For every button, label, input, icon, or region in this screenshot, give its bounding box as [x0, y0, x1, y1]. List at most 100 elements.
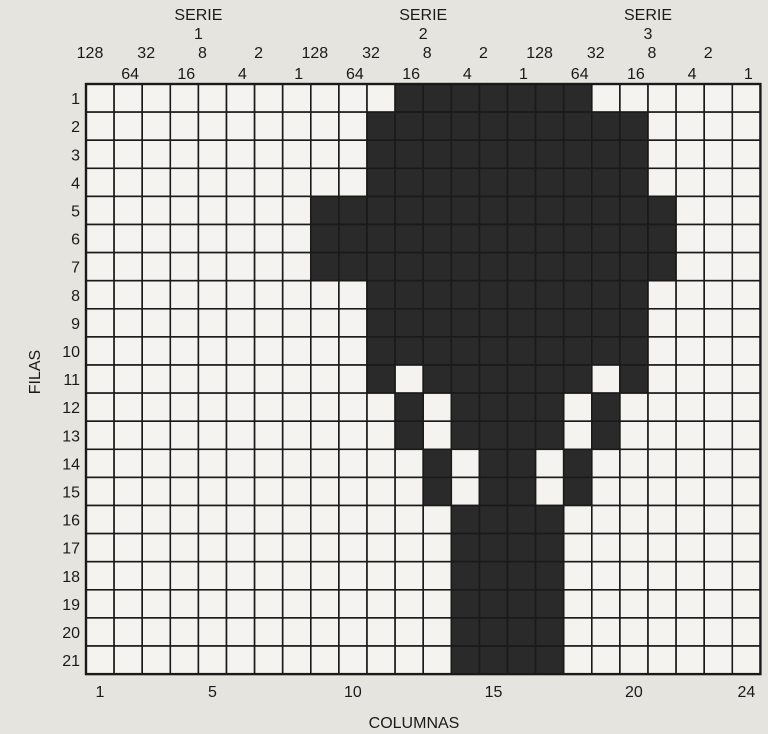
- grid-cell-filled: [479, 225, 507, 253]
- grid-cell-filled: [423, 196, 451, 224]
- grid-cell-filled: [536, 225, 564, 253]
- grid-cell-filled: [451, 168, 479, 196]
- row-number-label: 9: [71, 316, 80, 333]
- grid-cell-empty: [283, 562, 311, 590]
- grid-cell-filled: [367, 309, 395, 337]
- grid-cell-empty: [704, 393, 732, 421]
- grid-cell-filled: [648, 196, 676, 224]
- grid-cell-filled: [508, 534, 536, 562]
- grid-cell-empty: [86, 618, 114, 646]
- grid-cell-empty: [227, 534, 255, 562]
- grid-cell-filled: [564, 281, 592, 309]
- grid-cell-empty: [311, 534, 339, 562]
- grid-cell-filled: [395, 196, 423, 224]
- bit-value-label: 64: [121, 66, 139, 83]
- grid-cell-empty: [564, 393, 592, 421]
- row-number-label: 7: [71, 260, 80, 277]
- grid-cell-empty: [142, 225, 170, 253]
- grid-cell-filled: [479, 421, 507, 449]
- grid-cell-filled: [479, 112, 507, 140]
- grid-cell-filled: [479, 168, 507, 196]
- grid-cell-filled: [367, 253, 395, 281]
- grid-cell-empty: [227, 309, 255, 337]
- grid-cell-empty: [283, 506, 311, 534]
- grid-cell-empty: [648, 421, 676, 449]
- grid-cell-empty: [704, 646, 732, 674]
- grid-cell-empty: [620, 421, 648, 449]
- grid-cell-empty: [676, 253, 704, 281]
- grid-cell-empty: [648, 506, 676, 534]
- grid-cell-empty: [732, 253, 760, 281]
- grid-cell-empty: [704, 506, 732, 534]
- grid-cell-empty: [732, 590, 760, 618]
- grid-cell-filled: [508, 646, 536, 674]
- grid-cell-empty: [648, 562, 676, 590]
- grid-cell-filled: [479, 506, 507, 534]
- grid-cell-empty: [732, 84, 760, 112]
- grid-cell-empty: [676, 562, 704, 590]
- grid-cell-empty: [620, 562, 648, 590]
- grid-cell-filled: [395, 281, 423, 309]
- grid-cell-empty: [198, 449, 226, 477]
- grid-cell-empty: [732, 562, 760, 590]
- bit-value-label: 1: [294, 66, 303, 83]
- grid-cell-empty: [114, 337, 142, 365]
- grid-cell-filled: [508, 562, 536, 590]
- grid-cell-filled: [395, 421, 423, 449]
- column-number-label: 20: [625, 684, 643, 701]
- grid-cell-filled: [423, 84, 451, 112]
- grid-cell-filled: [479, 646, 507, 674]
- grid-cell-empty: [732, 393, 760, 421]
- grid-cell-empty: [339, 309, 367, 337]
- grid-cell-empty: [648, 309, 676, 337]
- grid-cell-empty: [367, 618, 395, 646]
- grid-cell-empty: [732, 309, 760, 337]
- bit-value-label: 32: [362, 45, 380, 62]
- grid-cell-empty: [732, 477, 760, 505]
- grid-cell-filled: [423, 477, 451, 505]
- grid-cell-empty: [170, 421, 198, 449]
- grid-cell-empty: [732, 534, 760, 562]
- grid-cell-empty: [676, 140, 704, 168]
- grid-cell-empty: [142, 365, 170, 393]
- grid-cell-empty: [704, 337, 732, 365]
- grid-cell-empty: [255, 365, 283, 393]
- grid-cell-empty: [227, 281, 255, 309]
- grid-cell-empty: [170, 646, 198, 674]
- grid-cell-filled: [592, 309, 620, 337]
- grid-cell-filled: [508, 421, 536, 449]
- grid-cell-empty: [395, 646, 423, 674]
- grid-cell-empty: [114, 225, 142, 253]
- grid-cell-empty: [142, 253, 170, 281]
- grid-cell-empty: [86, 534, 114, 562]
- grid-cell-empty: [255, 309, 283, 337]
- grid-cell-empty: [536, 477, 564, 505]
- grid-cell-empty: [339, 506, 367, 534]
- grid-cell-filled: [451, 421, 479, 449]
- grid-cell-filled: [479, 140, 507, 168]
- grid-cell-empty: [255, 225, 283, 253]
- grid-cell-empty: [114, 590, 142, 618]
- grid-cell-empty: [564, 618, 592, 646]
- grid-cell-empty: [564, 421, 592, 449]
- grid-cell-empty: [255, 253, 283, 281]
- grid-cell-filled: [367, 112, 395, 140]
- grid-cell-empty: [283, 309, 311, 337]
- grid-cell-filled: [536, 393, 564, 421]
- grid-cell-empty: [648, 393, 676, 421]
- grid-cell-empty: [676, 421, 704, 449]
- grid-cell-empty: [704, 590, 732, 618]
- grid-cell-empty: [564, 506, 592, 534]
- grid-cell-empty: [423, 590, 451, 618]
- grid-cell-empty: [676, 309, 704, 337]
- bit-value-label: 2: [254, 45, 263, 62]
- grid-cell-filled: [620, 365, 648, 393]
- grid-cell-empty: [620, 393, 648, 421]
- grid-cell-empty: [395, 506, 423, 534]
- grid-cell-empty: [142, 112, 170, 140]
- grid-cell-filled: [423, 253, 451, 281]
- grid-cell-empty: [283, 365, 311, 393]
- grid-cell-filled: [451, 225, 479, 253]
